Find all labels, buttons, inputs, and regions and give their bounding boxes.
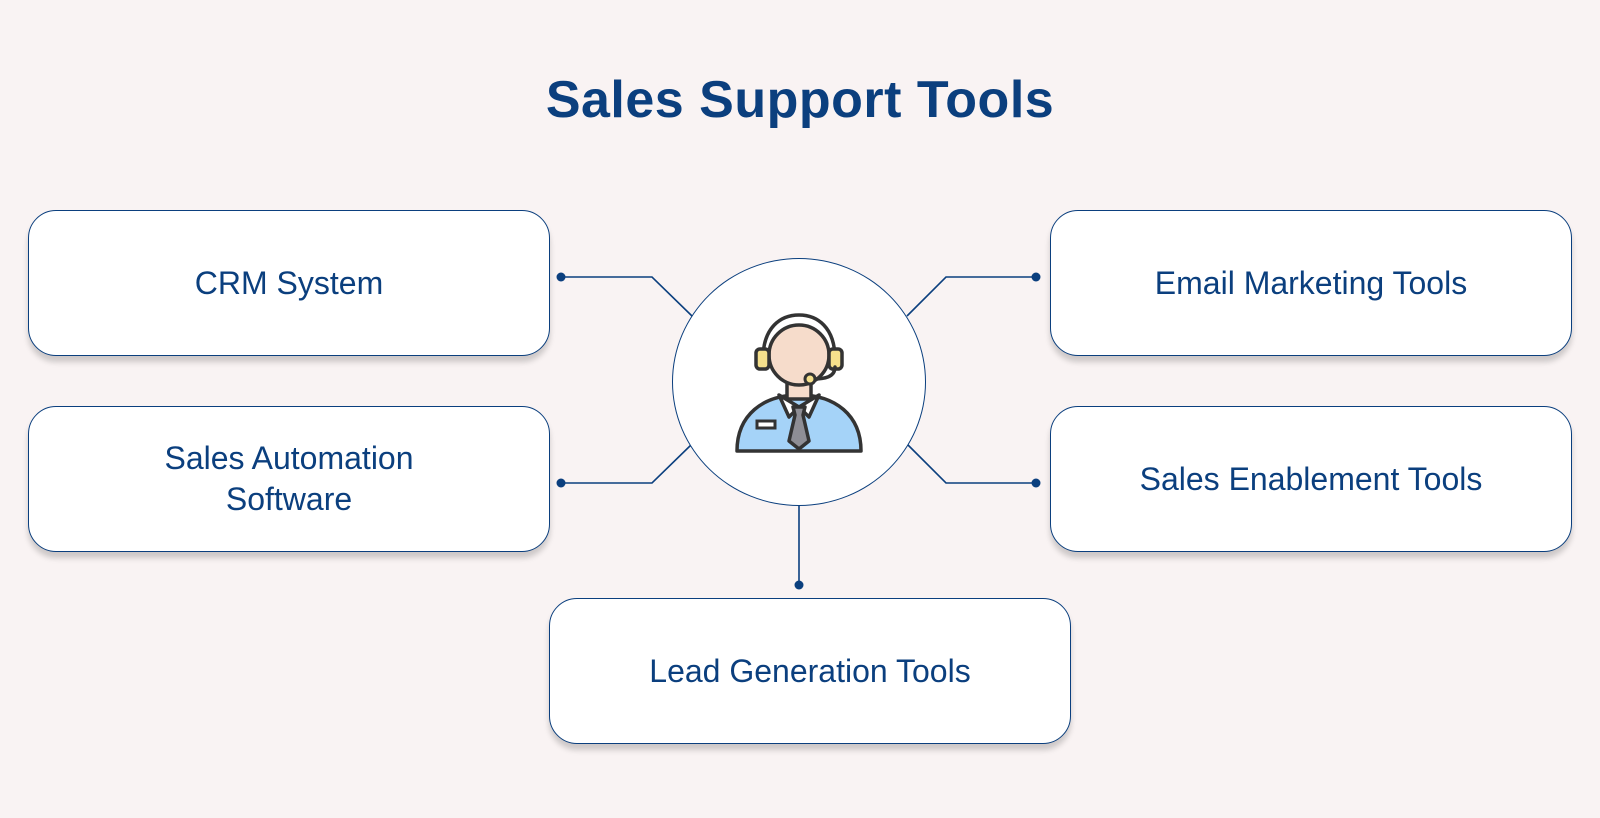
node-label: Lead Generation Tools [649,652,971,689]
node-label: Sales Enablement Tools [1139,460,1483,497]
connector-automation [561,443,693,484]
node-label: Email Marketing Tools [1154,264,1468,301]
node-sales-enablement-tools: Sales Enablement Tools [1050,406,1572,552]
connector-enablement [906,443,1036,484]
page-title: Sales Support Tools [545,71,1055,129]
node-label: CRM System [194,264,384,301]
connector-email [906,276,1036,317]
connector-dot-email [1031,272,1041,282]
node-label: Sales Automation Software [164,440,414,517]
connector-dot-crm [556,272,566,282]
node-sales-automation-software: Sales Automation Software [28,406,550,552]
connector-dot-enablement [1031,478,1041,488]
connector-crm [561,276,693,317]
node-email-marketing-tools: Email Marketing Tools [1050,210,1572,356]
connector-dot-lead [794,580,804,590]
hub-circle [672,258,926,506]
connector-dot-automation [556,478,566,488]
node-crm-system: CRM System [28,210,550,356]
customer-support-agent-icon [735,313,863,453]
node-lead-generation-tools: Lead Generation Tools [549,598,1071,744]
